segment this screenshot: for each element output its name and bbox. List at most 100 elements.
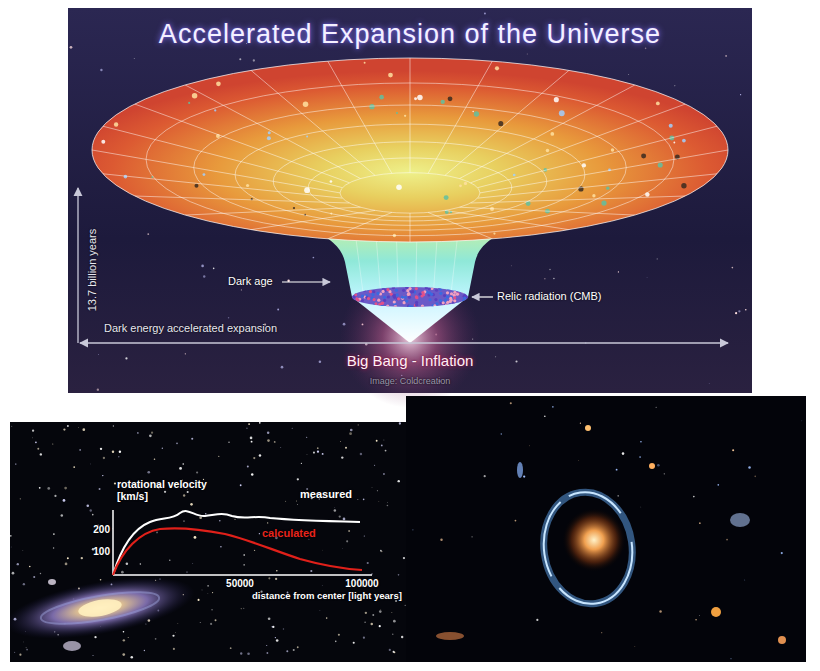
star (259, 533, 260, 534)
galaxy-dot (379, 95, 384, 100)
star (639, 456, 641, 458)
cmb-speckle (372, 290, 375, 293)
cmb-speckle (358, 286, 361, 289)
cmb-speckle (404, 296, 407, 299)
galaxy-dot (369, 104, 374, 109)
star (380, 609, 382, 611)
tick-label: 100000 (345, 578, 378, 590)
star (196, 471, 198, 473)
galaxy-dot (669, 124, 673, 128)
star (379, 625, 381, 627)
cmb-speckle (386, 288, 389, 291)
galaxy-dot (396, 112, 398, 114)
star (122, 653, 125, 656)
star (26, 649, 28, 651)
star (360, 453, 362, 455)
star (32, 430, 34, 432)
star (183, 520, 184, 521)
galaxy-dot (364, 62, 366, 64)
star (240, 608, 242, 610)
star (54, 495, 56, 497)
callout-label: Relic radiation (CMB) (497, 290, 602, 303)
star (526, 53, 528, 55)
star (268, 617, 271, 620)
star (306, 454, 308, 456)
grid-line (251, 70, 375, 175)
cmb-speckle (387, 295, 390, 298)
star (310, 570, 312, 572)
star (748, 466, 751, 469)
cmb-speckle (443, 294, 446, 297)
star (339, 515, 341, 517)
grid-line (185, 207, 360, 215)
star (10, 546, 12, 548)
star (251, 441, 253, 443)
star (745, 309, 747, 311)
cmb-speckle (352, 295, 355, 298)
cmb-speckle (462, 300, 465, 303)
star (781, 552, 783, 554)
galaxy-dot (214, 109, 216, 111)
star (14, 651, 16, 653)
grid-line (328, 61, 392, 173)
grid-line (376, 236, 381, 297)
star (364, 621, 366, 623)
cmb-speckle (446, 291, 449, 294)
star (365, 612, 367, 614)
star (121, 571, 124, 574)
cmb-speckle (456, 305, 459, 308)
star (114, 482, 116, 484)
grid-line (135, 196, 350, 203)
cmb-speckle (452, 304, 455, 307)
galaxy-dot (493, 232, 495, 234)
star (67, 425, 69, 427)
cmb-speckle (367, 297, 370, 300)
star (99, 488, 101, 490)
star (126, 562, 129, 565)
star (140, 563, 142, 565)
star (205, 513, 206, 514)
star (179, 467, 182, 470)
expansion-arrow (80, 342, 728, 343)
star (35, 441, 37, 443)
star (283, 628, 284, 629)
star (371, 486, 373, 488)
cmb-speckle (403, 301, 406, 304)
star (11, 425, 13, 427)
cmb-speckle (381, 290, 384, 293)
star (113, 425, 114, 426)
star (37, 448, 39, 450)
star (234, 519, 235, 520)
star (73, 466, 75, 468)
star (471, 536, 472, 537)
star (266, 652, 268, 654)
cmb-speckle (396, 297, 399, 300)
funnel-rim (92, 58, 728, 242)
star (131, 656, 134, 659)
grid-line (251, 210, 375, 229)
star (228, 441, 229, 442)
star (203, 275, 205, 277)
star (616, 469, 618, 471)
star (144, 650, 145, 651)
star (271, 626, 272, 627)
star (266, 645, 267, 646)
grid-line (410, 58, 411, 173)
galaxy-dot (673, 142, 675, 144)
star (23, 641, 25, 643)
galaxy-dot (192, 93, 198, 99)
star (601, 632, 602, 633)
cmb-speckle (456, 293, 459, 296)
star (15, 463, 17, 465)
star (123, 639, 125, 641)
star (664, 473, 665, 474)
star (515, 360, 517, 362)
star (275, 578, 277, 580)
galaxy-dot (656, 102, 660, 106)
galaxy-dot (448, 96, 453, 101)
callout-label: Dark age (228, 275, 273, 288)
star (387, 502, 389, 504)
star (334, 509, 336, 511)
cmb-speckle (366, 288, 369, 291)
